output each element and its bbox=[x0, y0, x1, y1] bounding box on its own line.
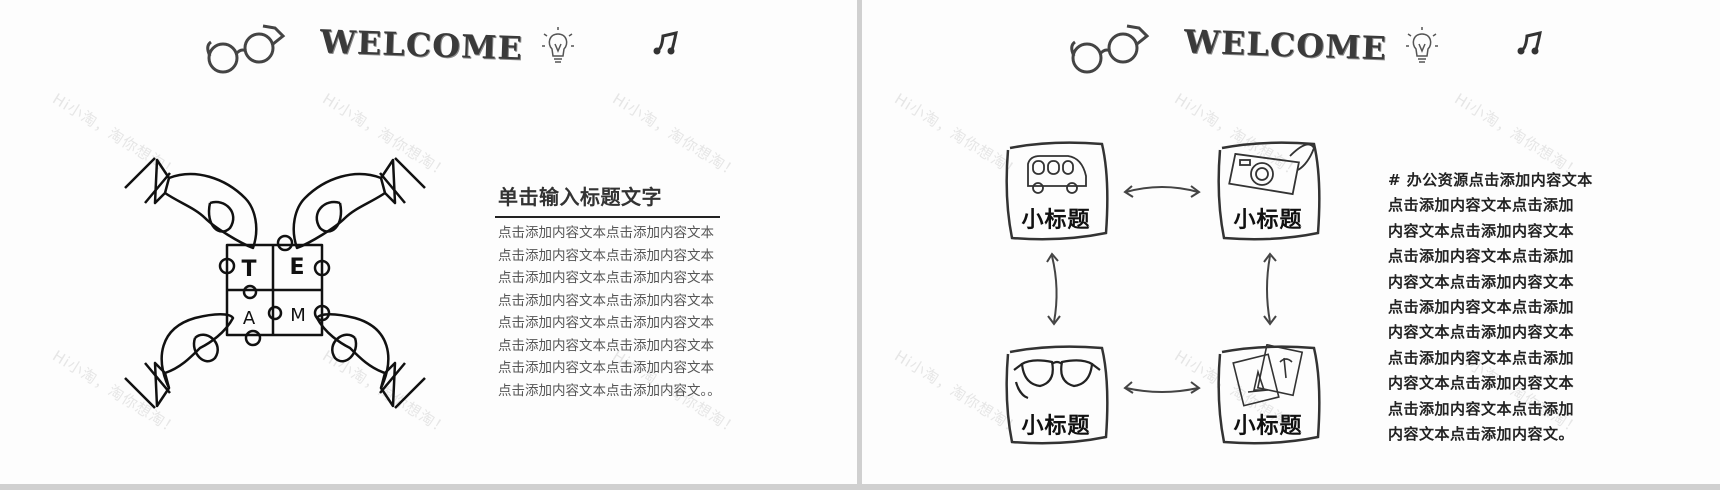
camera-icon bbox=[1228, 143, 1315, 196]
double-arrow-horizontal bbox=[1123, 381, 1201, 394]
title-underline bbox=[495, 216, 720, 218]
text-line: 点击添加内容文本点击添加 bbox=[1388, 196, 1575, 215]
bus-icon bbox=[1027, 155, 1087, 194]
slide-right[interactable]: Hi小淘，淘你想淘！ Hi小淘，淘你想淘！ Hi小淘，淘你想淘！ Hi小淘，淘你… bbox=[862, 0, 1720, 484]
card-camera[interactable]: 小标题 bbox=[1214, 138, 1322, 246]
double-arrow-vertical bbox=[1263, 252, 1277, 326]
welcome-heading: WELCOME bbox=[319, 22, 524, 68]
body-line: 点击添加内容文本点击添加内容文本 bbox=[498, 247, 714, 264]
music-note-icon bbox=[1517, 31, 1542, 55]
card-label: 小标题 bbox=[1233, 414, 1303, 439]
slide-left[interactable]: Hi小淘，淘你想淘！ Hi小淘，淘你想淘！ Hi小淘，淘你想淘！ Hi小淘，淘你… bbox=[0, 0, 857, 484]
puzzle-letter-t: T bbox=[241, 257, 256, 282]
puzzle-letter-e: E bbox=[289, 255, 304, 280]
text-line: 点击添加内容文本点击添加 bbox=[1388, 348, 1575, 367]
text-line: 内容文本点击添加内容文本 bbox=[1388, 272, 1575, 291]
glasses-icon bbox=[1070, 24, 1150, 74]
card-bus[interactable]: 小标题 bbox=[1002, 138, 1110, 246]
text-line: 点击添加内容文本点击添加 bbox=[1388, 247, 1575, 266]
sunglasses-icon bbox=[1013, 359, 1101, 400]
card-photos[interactable]: 小标题 bbox=[1214, 342, 1322, 450]
card-label: 小标题 bbox=[1233, 208, 1303, 233]
photos-icon bbox=[1232, 344, 1304, 407]
puzzle-letter-a: A bbox=[243, 308, 256, 329]
lightbulb-icon bbox=[542, 27, 574, 63]
card-label: 小标题 bbox=[1021, 208, 1091, 233]
body-line: 点击添加内容文本点击添加内容文本 bbox=[498, 337, 714, 354]
text-line: 内容文本点击添加内容文。 bbox=[1388, 425, 1575, 444]
content-text[interactable]: # 办公资源点击添加内容文本 点击添加内容文本点击添加 内容文本点击添加内容文本… bbox=[1388, 168, 1593, 447]
slide-title[interactable]: 单击输入标题文字 bbox=[498, 185, 662, 209]
text-line: 内容文本点击添加内容文本 bbox=[1388, 323, 1575, 342]
bottom-bar bbox=[0, 484, 1720, 490]
body-line: 点击添加内容文本点击添加内容文本 bbox=[498, 292, 714, 309]
double-arrow-horizontal bbox=[1123, 185, 1201, 198]
body-text[interactable]: 点击添加内容文本点击添加内容文本 点击添加内容文本点击添加内容文本 点击添加内容… bbox=[498, 222, 721, 402]
glasses-icon bbox=[206, 24, 286, 74]
text-line: # 办公资源点击添加内容文本 bbox=[1388, 171, 1593, 189]
text-line: 内容文本点击添加内容文本 bbox=[1388, 374, 1575, 393]
body-line: 点击添加内容文本点击添加内容文本 bbox=[498, 225, 714, 241]
body-line: 点击添加内容文本点击添加内容文本 bbox=[498, 270, 714, 286]
text-line: 点击添加内容文本点击添加 bbox=[1388, 298, 1575, 317]
text-line: 点击添加内容文本点击添加 bbox=[1388, 399, 1575, 418]
body-line: 点击添加内容文本点击添加内容文本 bbox=[498, 360, 714, 376]
watermark: Hi小淘，淘你想淘！ bbox=[609, 89, 743, 183]
team-puzzle-illustration: T E A M bbox=[124, 157, 426, 409]
lightbulb-icon bbox=[1406, 27, 1438, 63]
body-line: 点击添加内容文本点击添加内容文。。 bbox=[498, 382, 721, 399]
music-note-icon bbox=[653, 31, 678, 55]
double-arrow-vertical bbox=[1046, 252, 1061, 326]
slide-divider bbox=[857, 0, 862, 490]
welcome-heading: WELCOME bbox=[1183, 22, 1388, 68]
card-sunglasses[interactable]: 小标题 bbox=[1002, 342, 1110, 450]
card-label: 小标题 bbox=[1021, 414, 1091, 439]
body-line: 点击添加内容文本点击添加内容文本 bbox=[498, 315, 714, 331]
text-line: 内容文本点击添加内容文本 bbox=[1388, 221, 1575, 240]
puzzle-letter-m: M bbox=[290, 305, 306, 326]
